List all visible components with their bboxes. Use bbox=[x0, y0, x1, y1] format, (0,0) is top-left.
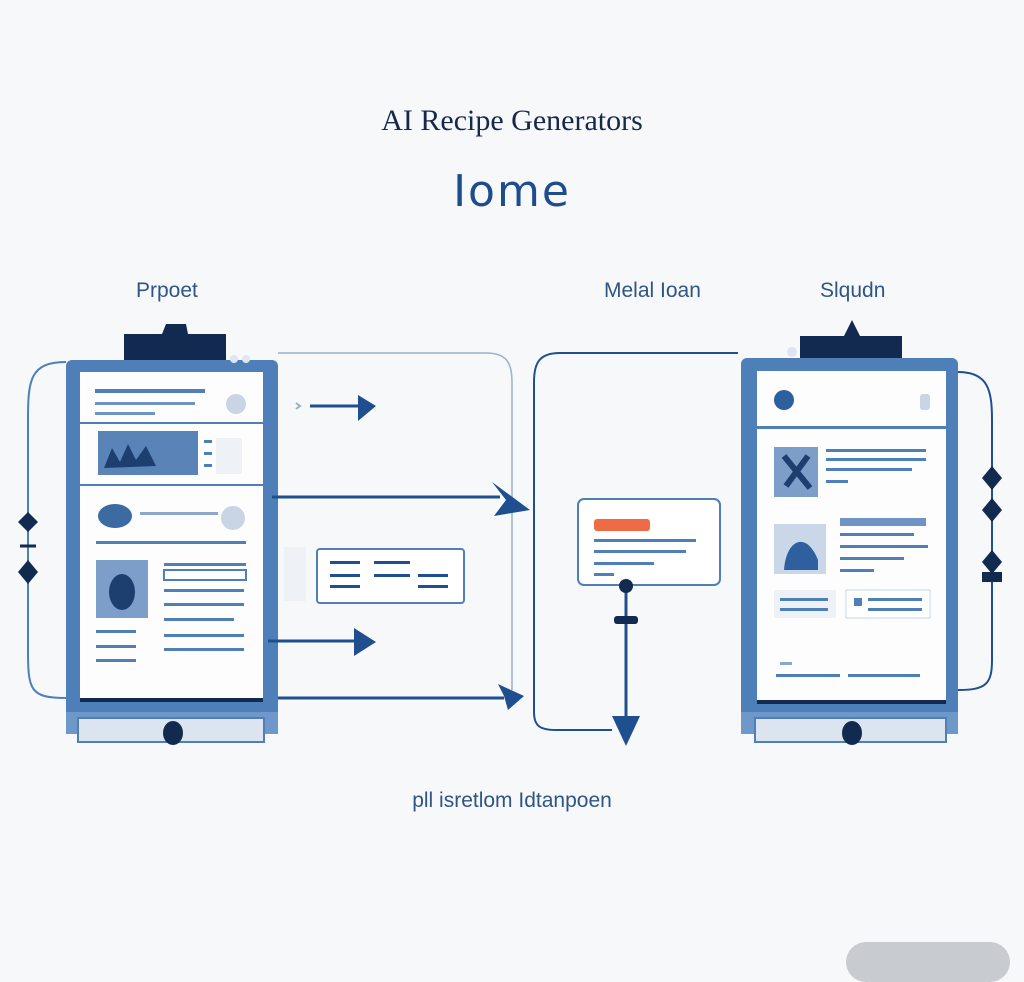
right-menu-icon bbox=[920, 394, 930, 410]
arrow-icon bbox=[612, 716, 640, 746]
label-middle: Melal Ioan bbox=[604, 279, 701, 302]
right-avatar-icon bbox=[774, 390, 794, 410]
connector-node-icon bbox=[619, 579, 633, 593]
arrow-icon bbox=[498, 684, 524, 710]
left-device-screen bbox=[80, 372, 263, 698]
meal-plan-highlight bbox=[594, 519, 650, 531]
label-left: Prpoet bbox=[136, 279, 198, 302]
arrow-icon bbox=[354, 628, 376, 656]
left-device-clip-icon bbox=[124, 324, 226, 360]
flow-diagram bbox=[18, 320, 1002, 746]
arrow-icon bbox=[492, 482, 530, 516]
right-device bbox=[741, 320, 958, 745]
diagram-subtitle: Iome bbox=[453, 166, 571, 217]
left-fruit-icon bbox=[221, 506, 245, 530]
left-bracket-node-icon bbox=[18, 512, 38, 532]
label-right: Slqudn bbox=[820, 279, 886, 302]
bottom-pill bbox=[846, 942, 1010, 982]
left-device bbox=[66, 324, 278, 745]
right-bracket-node-icon bbox=[982, 466, 1002, 490]
arrow-icon bbox=[358, 395, 376, 421]
left-bowl-icon bbox=[98, 504, 132, 528]
right-device-home-button bbox=[842, 721, 862, 745]
left-device-home-button bbox=[163, 721, 183, 745]
diagram-title: AI Recipe Generators bbox=[381, 104, 643, 137]
right-device-clip-icon bbox=[800, 320, 902, 358]
left-header-fruit-icon bbox=[226, 394, 246, 414]
diagram-caption: pll isretlom Idtanpoen bbox=[412, 789, 612, 812]
